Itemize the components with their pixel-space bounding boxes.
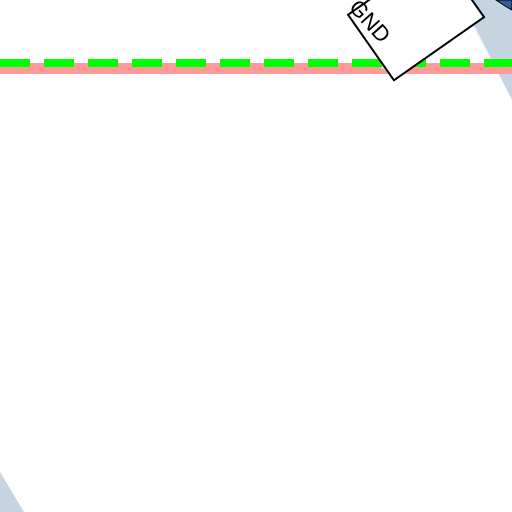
- board-edge: [495, 0, 512, 11]
- ground-pour-band-bottom-left: [0, 472, 24, 512]
- red-trace[interactable]: [0, 63, 512, 74]
- gnd-pin-label-box[interactable]: [346, 0, 486, 82]
- gnd-pin-outline: [346, 0, 486, 82]
